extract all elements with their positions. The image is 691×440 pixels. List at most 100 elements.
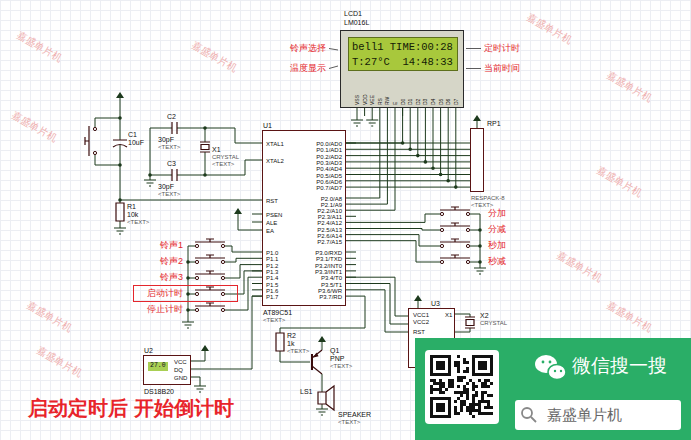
wire bbox=[346, 143, 470, 144]
node-text: EA bbox=[266, 228, 274, 234]
part-label: <TEXT> bbox=[287, 348, 309, 354]
part-label: CRYSTAL bbox=[480, 320, 507, 326]
node-text: U3 bbox=[431, 300, 440, 307]
part-label: Q1 bbox=[330, 347, 339, 354]
part-label: <TEXT> bbox=[158, 191, 180, 197]
node-text: 微信搜一搜 bbox=[572, 356, 667, 375]
node-text: P2.2/A10 bbox=[317, 208, 342, 214]
pin-name: E bbox=[392, 102, 398, 105]
node-text: 启动计时 bbox=[147, 289, 183, 298]
temperature-sensor: U227.0VCCDQGNDDS18B20 bbox=[143, 355, 191, 385]
node-text: DQ bbox=[174, 367, 183, 373]
annotation: 温度显示 bbox=[290, 64, 326, 73]
node-text: DS18B20 bbox=[144, 388, 174, 395]
annotation: 分加 bbox=[488, 209, 506, 218]
watermark: 嘉盛单片机 bbox=[525, 12, 573, 46]
pin-name: RS bbox=[377, 98, 383, 105]
power-terminal bbox=[116, 92, 124, 98]
part-label: PNP bbox=[330, 355, 344, 362]
node-text: P3.3/INT1 bbox=[315, 269, 342, 275]
junction-dot bbox=[118, 116, 482, 312]
node-text: LM016L bbox=[344, 19, 369, 26]
part-label: R1 bbox=[127, 203, 136, 210]
wire bbox=[346, 277, 408, 316]
part-label: X2 bbox=[480, 312, 489, 319]
wire bbox=[346, 108, 403, 143]
part-label: 10uF bbox=[128, 139, 144, 146]
part-label: C2 bbox=[167, 113, 176, 120]
part-label: 1k bbox=[287, 340, 294, 347]
node-text: U2 bbox=[144, 347, 153, 354]
annotation: 铃声选择 bbox=[290, 44, 326, 53]
node-text: P3.2/INT0 bbox=[315, 263, 342, 269]
node-text: P1.2 bbox=[266, 263, 278, 269]
node-text: P1.7 bbox=[266, 294, 278, 300]
power-terminal bbox=[116, 92, 481, 351]
part-label: C3 bbox=[167, 160, 176, 167]
node-text: P0.5/AD5 bbox=[316, 173, 342, 179]
search-box: 嘉盛单片机 bbox=[515, 400, 681, 430]
node-text: <TEXT> bbox=[263, 317, 285, 323]
node-text: RESPACK-8 bbox=[471, 195, 505, 201]
annotation: 定时计时 bbox=[484, 44, 520, 53]
qr-background bbox=[425, 350, 499, 424]
node-text: P3.1/TXD bbox=[316, 256, 342, 262]
node-text: P0.2/AD2 bbox=[316, 154, 342, 160]
power-terminal bbox=[414, 295, 422, 301]
node-text: P0.1/AD1 bbox=[316, 147, 342, 153]
wechat-icon-eyes bbox=[542, 361, 563, 373]
watermark: 嘉盛单片机 bbox=[555, 250, 603, 284]
node-text: P3.4/T0 bbox=[321, 275, 342, 281]
node-text: P1.6 bbox=[266, 288, 278, 294]
node-text: P3.7/RD bbox=[319, 294, 342, 300]
part-label: <TEXT> bbox=[330, 363, 352, 369]
part-label: X1 bbox=[212, 146, 221, 153]
annotation: 铃声1 bbox=[130, 241, 183, 250]
annotation: 秒减 bbox=[488, 257, 506, 266]
wire bbox=[191, 296, 262, 369]
node-text: P2.3/A11 bbox=[318, 214, 342, 220]
node-text: VCC bbox=[174, 359, 187, 365]
pin-name: D0 bbox=[400, 99, 406, 105]
watermark: 嘉盛单片机 bbox=[605, 70, 653, 104]
transistor-base bbox=[311, 354, 313, 370]
pin-name: D2 bbox=[415, 99, 421, 105]
part-label: 10k bbox=[127, 211, 138, 218]
qr-code bbox=[430, 355, 493, 418]
part-label: 30pF bbox=[158, 183, 174, 190]
part-label: <TEXT> bbox=[212, 161, 234, 167]
watermark: 嘉盛单片机 bbox=[190, 40, 238, 74]
node-text: <TEXT> bbox=[471, 202, 493, 208]
node-text: P1.0 bbox=[266, 250, 278, 256]
pin-name: D1 bbox=[407, 99, 413, 105]
pin-name: D7 bbox=[453, 99, 459, 105]
watermark: 嘉盛单片机 bbox=[605, 300, 653, 334]
pin-name: VDD bbox=[362, 94, 368, 105]
node-text: RP1 bbox=[487, 120, 501, 127]
part-label: <TEXT> bbox=[158, 144, 180, 150]
node-text: P0.0/AD0 bbox=[316, 141, 342, 147]
node-text: U1 bbox=[263, 122, 272, 129]
pin-name: D6 bbox=[445, 99, 451, 105]
wechat-icon bbox=[535, 355, 557, 373]
node-text: RST bbox=[413, 329, 425, 335]
node-text: PSEN bbox=[266, 212, 282, 218]
wire bbox=[238, 271, 262, 294]
pin-name: RW bbox=[384, 97, 390, 105]
node-text: ALE bbox=[266, 220, 277, 226]
wechat-icon bbox=[548, 365, 566, 380]
node-text: X1 bbox=[445, 312, 452, 318]
node-text: P2.6/A14 bbox=[317, 233, 342, 239]
node-text: XTAL2 bbox=[266, 158, 284, 164]
search-icon bbox=[522, 408, 532, 418]
node-text: AT89C51 bbox=[263, 309, 292, 316]
button-terminal bbox=[93, 127, 469, 311]
node-text: XTAL1 bbox=[266, 141, 284, 147]
lcd-screen: bell1 TIME:00:28T:27°C 14:48:33 bbox=[348, 37, 458, 71]
node-text: P0.3/AD3 bbox=[316, 160, 342, 166]
pin-name: D4 bbox=[430, 99, 436, 105]
part-label: LS1 bbox=[300, 388, 312, 395]
pin-name: D5 bbox=[438, 99, 444, 105]
node-text: P2.1/A9 bbox=[321, 202, 342, 208]
